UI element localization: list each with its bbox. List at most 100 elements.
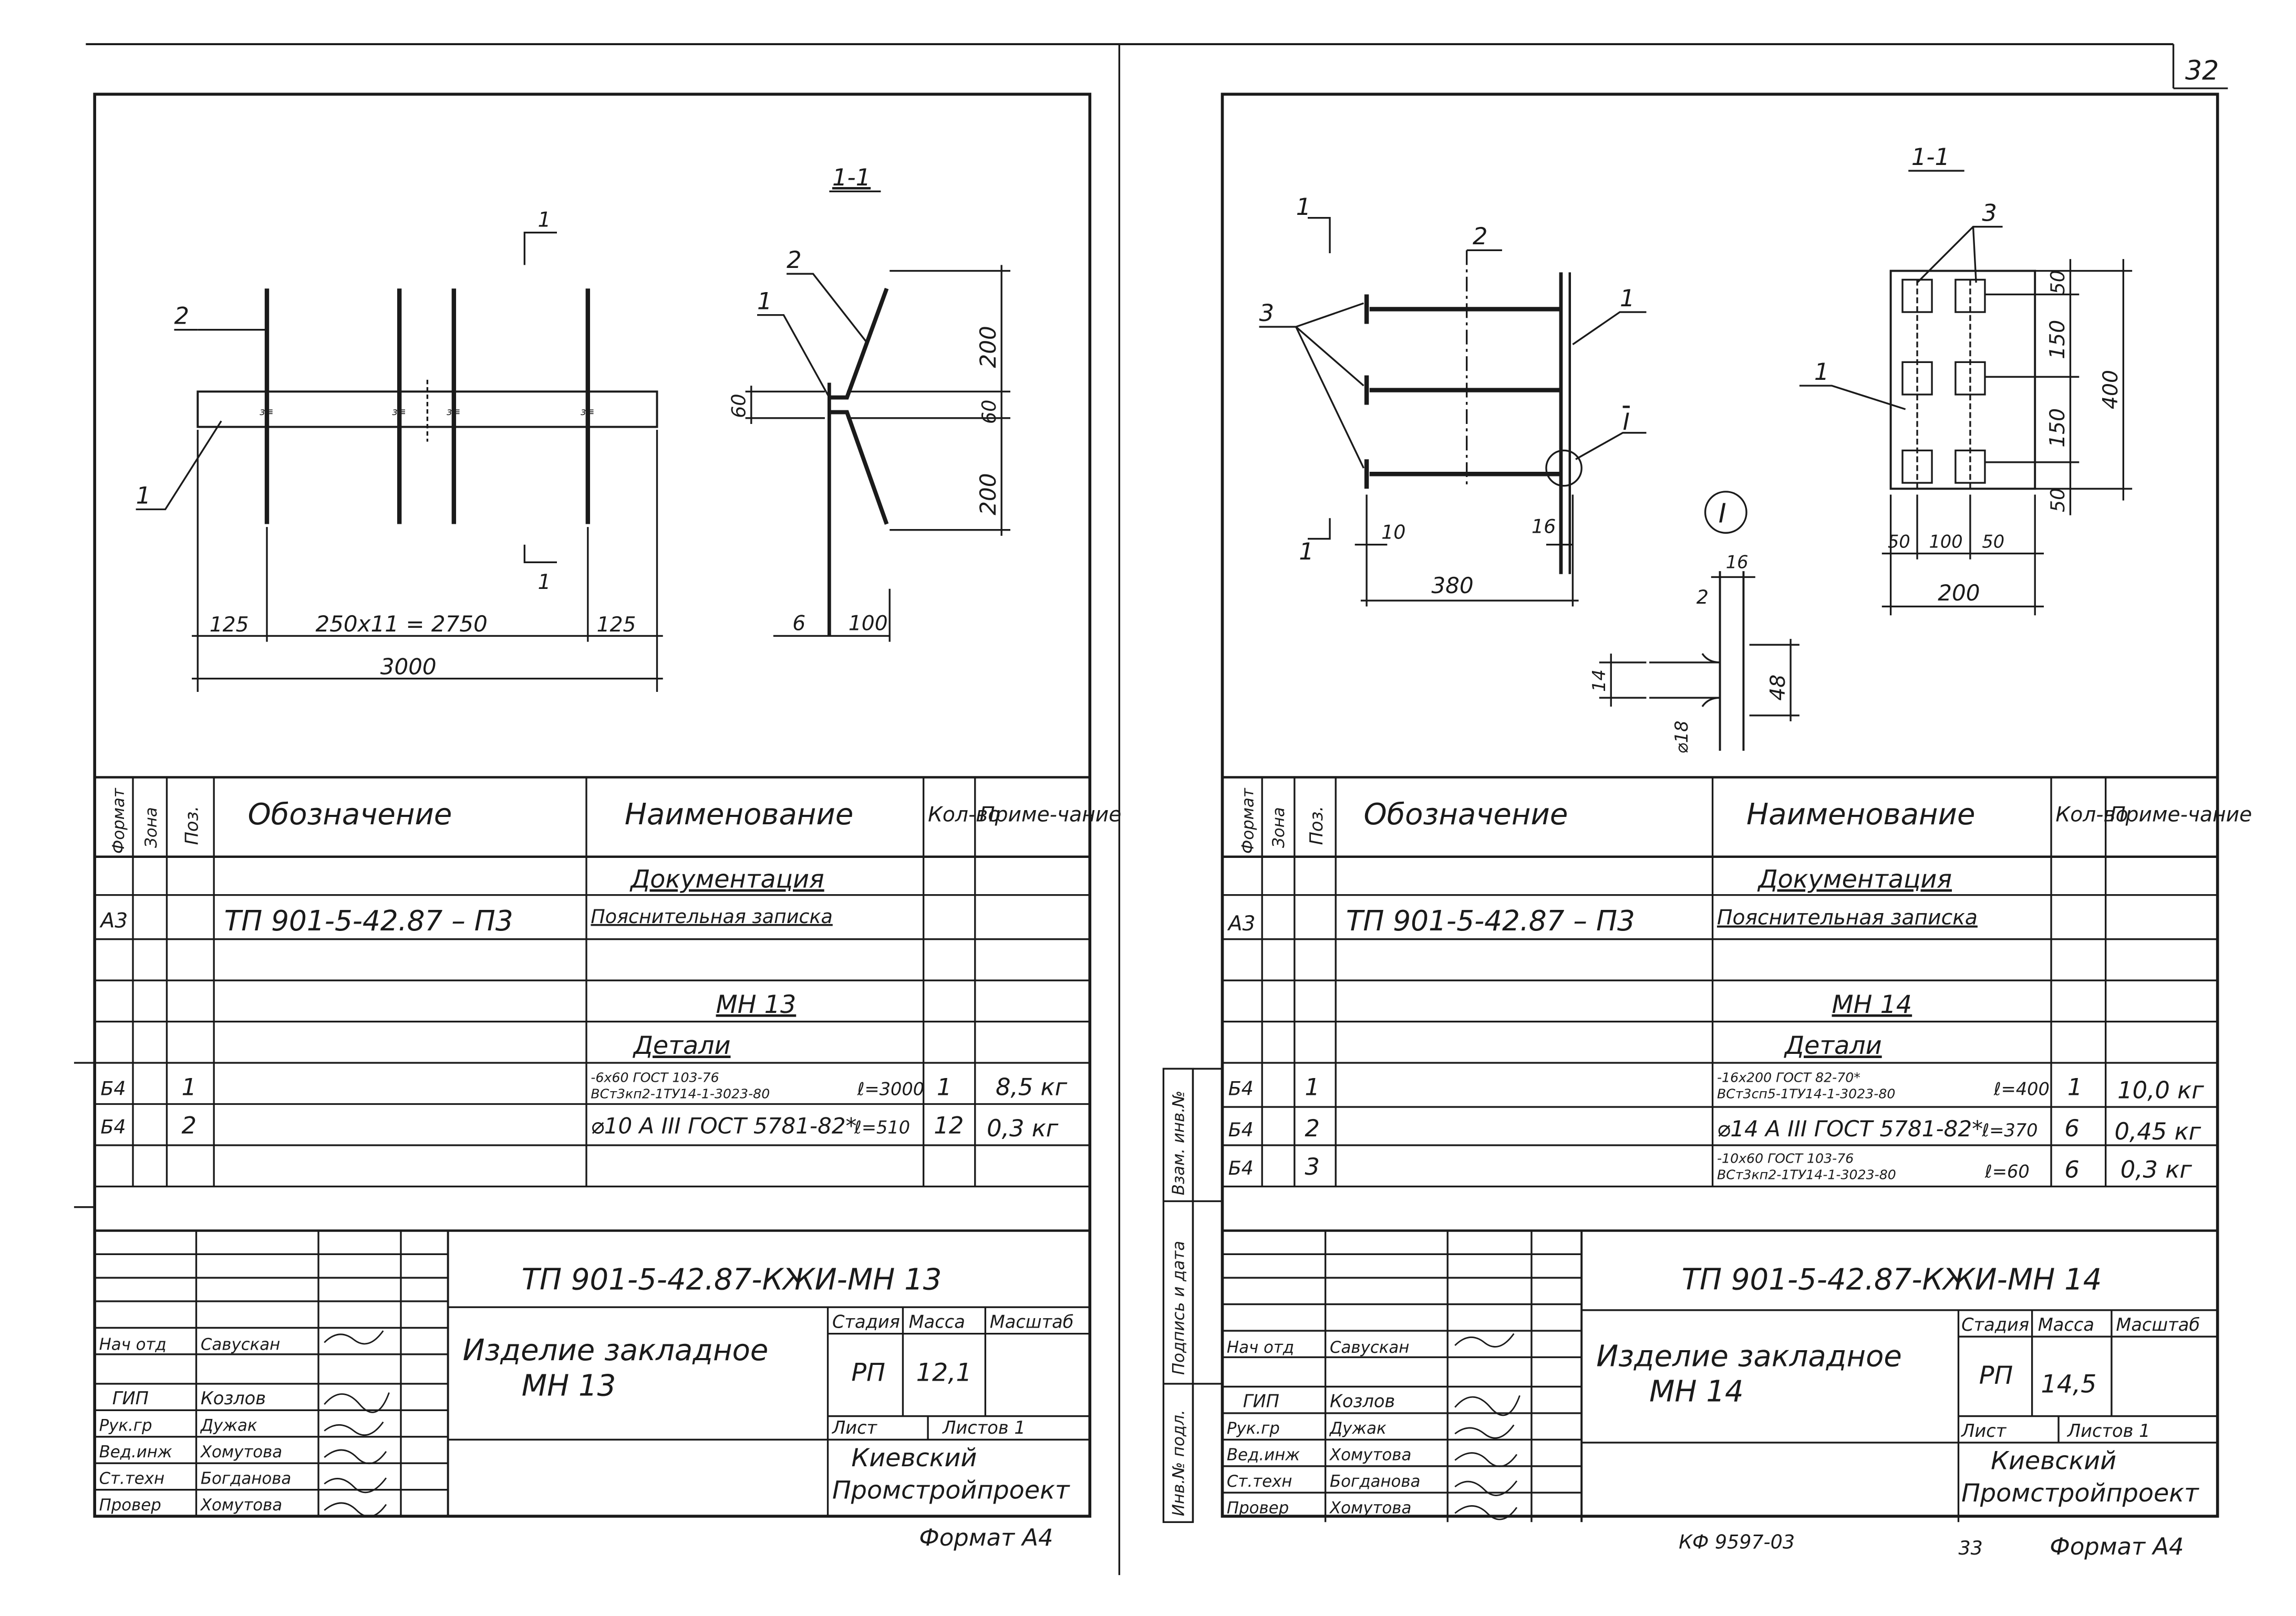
svg-text:Лист: Лист xyxy=(1961,1421,2007,1441)
svg-text:⌀14 А III ГОСТ 5781-82*: ⌀14 А III ГОСТ 5781-82* xyxy=(1717,1116,1983,1142)
svg-text:ВСт3кп2-1ТУ14-1-3023-80: ВСт3кп2-1ТУ14-1-3023-80 xyxy=(1717,1167,1896,1182)
left-sheet: з≡ з≡ з≡ з≡ 1 1 2 1 125 250x11 = 2750 xyxy=(74,92,1121,1551)
svg-text:Б4: Б4 xyxy=(1228,1157,1254,1179)
svg-text:Б4: Б4 xyxy=(1228,1078,1254,1100)
svg-text:14,5: 14,5 xyxy=(2041,1370,2096,1399)
svg-text:Детали: Детали xyxy=(633,1031,731,1060)
page-number-bottom: 33 xyxy=(1959,1537,1983,1559)
svg-text:Инв.№ подл.: Инв.№ подл. xyxy=(1170,1410,1188,1516)
svg-text:Киевский: Киевский xyxy=(1991,1446,2116,1475)
svg-text:150: 150 xyxy=(2046,320,2070,359)
svg-text:з≡: з≡ xyxy=(392,406,406,418)
svg-text:1: 1 xyxy=(2067,1073,2083,1101)
svg-text:ТП 901-5-42.87-КЖИ-МН 13: ТП 901-5-42.87-КЖИ-МН 13 xyxy=(522,1263,942,1297)
right-section-view: 1-1 3 1 50 150 150 xyxy=(1799,143,2133,616)
svg-text:А3: А3 xyxy=(99,909,128,933)
svg-text:з≡: з≡ xyxy=(447,406,461,418)
svg-text:Хомутова: Хомутова xyxy=(1329,1498,1411,1517)
svg-text:125: 125 xyxy=(597,613,636,637)
svg-text:ℓ=400: ℓ=400 xyxy=(1993,1079,2050,1100)
svg-text:60: 60 xyxy=(978,400,1000,424)
svg-text:125: 125 xyxy=(210,613,249,637)
right-sheet: Инв.№ подл. Подпись и дата Взам. инв.№ 1… xyxy=(1162,92,2252,1560)
svg-text:ГИП: ГИП xyxy=(1243,1391,1279,1412)
svg-text:2: 2 xyxy=(1697,586,1709,608)
svg-text:Савускан: Савускан xyxy=(1330,1338,1409,1357)
right-front-view: 1 1 2 3 1 I 10 16 380 xyxy=(1259,193,1647,607)
svg-text:Наименование: Наименование xyxy=(625,797,853,832)
svg-text:ℓ=60: ℓ=60 xyxy=(1984,1162,2030,1182)
svg-text:Документация: Документация xyxy=(629,865,824,894)
svg-text:ℓ=510: ℓ=510 xyxy=(854,1117,910,1138)
svg-text:Дужак: Дужак xyxy=(200,1416,257,1435)
svg-text:150: 150 xyxy=(2046,408,2070,448)
svg-text:ГИП: ГИП xyxy=(112,1388,149,1408)
left-title-block: ТП 901-5-42.87-КЖИ-МН 13 Изделие закладн… xyxy=(95,1229,1090,1517)
callout-2: 2 xyxy=(174,302,189,329)
svg-text:0,3 кг: 0,3 кг xyxy=(2121,1156,2192,1184)
svg-text:Хомутова: Хомутова xyxy=(200,1443,282,1462)
svg-text:Стадия: Стадия xyxy=(832,1311,900,1332)
svg-text:Поз.: Поз. xyxy=(1306,806,1327,845)
svg-text:Киевский: Киевский xyxy=(851,1444,977,1473)
svg-text:Обозначение: Обозначение xyxy=(1363,797,1568,832)
svg-text:Хомутова: Хомутова xyxy=(200,1496,282,1515)
svg-text:Савускан: Савускан xyxy=(201,1335,280,1354)
svg-text:10: 10 xyxy=(1381,521,1405,544)
svg-text:Взам. инв.№: Взам. инв.№ xyxy=(1170,1091,1188,1195)
svg-text:0,45 кг: 0,45 кг xyxy=(2115,1117,2201,1145)
svg-text:Подпись и дата: Подпись и дата xyxy=(1170,1241,1188,1375)
svg-text:Изделие закладное: Изделие закладное xyxy=(1596,1339,1902,1373)
svg-text:16: 16 xyxy=(1532,515,1556,537)
svg-text:Пояснительная записка: Пояснительная записка xyxy=(1717,906,1978,930)
svg-text:10,0 кг: 10,0 кг xyxy=(2117,1076,2204,1104)
svg-text:Документация: Документация xyxy=(1757,865,1952,894)
svg-text:1: 1 xyxy=(1299,537,1314,565)
format-label: Формат А4 xyxy=(2050,1532,2184,1560)
section-mark-top: 1 xyxy=(538,209,551,232)
svg-text:Зона: Зона xyxy=(142,807,161,848)
svg-text:6: 6 xyxy=(2064,1156,2080,1184)
svg-text:Зона: Зона xyxy=(1269,807,1288,848)
svg-text:Козлов: Козлов xyxy=(1330,1391,1395,1412)
section-title: 1-1 xyxy=(1911,143,1950,171)
svg-text:2: 2 xyxy=(1473,222,1488,250)
svg-text:А3: А3 xyxy=(1227,912,1256,936)
svg-text:МН 14: МН 14 xyxy=(1649,1375,1744,1409)
svg-text:ВСт3кп2-1ТУ14-1-3023-80: ВСт3кп2-1ТУ14-1-3023-80 xyxy=(591,1086,770,1101)
svg-text:50: 50 xyxy=(1888,531,1910,552)
svg-text:0,3 кг: 0,3 кг xyxy=(987,1114,1059,1142)
svg-text:Масса: Масса xyxy=(2038,1314,2094,1335)
svg-text:Лист: Лист xyxy=(832,1417,878,1438)
format-label: Формат А4 xyxy=(919,1524,1053,1551)
svg-text:Б4: Б4 xyxy=(100,1078,126,1100)
svg-text:Пояснительная записка: Пояснительная записка xyxy=(591,905,832,928)
svg-text:Листов 1: Листов 1 xyxy=(942,1417,1026,1438)
svg-text:Детали: Детали xyxy=(1784,1031,1882,1060)
svg-text:1: 1 xyxy=(757,287,772,315)
left-section-view: 1-1 2 1 200 60 60 200 6 10 xyxy=(728,163,1011,642)
svg-text:Обозначение: Обозначение xyxy=(248,797,452,832)
svg-text:16: 16 xyxy=(1726,552,1749,573)
svg-text:2: 2 xyxy=(181,1112,196,1140)
svg-text:Масса: Масса xyxy=(909,1311,965,1332)
svg-text:60: 60 xyxy=(728,393,750,418)
svg-text:14: 14 xyxy=(1589,669,1609,692)
svg-text:ТП 901-5-42.87 – П3: ТП 901-5-42.87 – П3 xyxy=(1346,905,1635,937)
svg-text:6: 6 xyxy=(2064,1114,2080,1142)
page-number: 32 xyxy=(2185,55,2219,86)
svg-text:I: I xyxy=(1623,408,1630,436)
svg-text:з≡: з≡ xyxy=(260,406,274,418)
svg-text:Изделие закладное: Изделие закладное xyxy=(463,1333,769,1368)
svg-text:2: 2 xyxy=(787,246,802,274)
svg-text:50: 50 xyxy=(2046,488,2069,512)
svg-text:Промстройпроект: Промстройпроект xyxy=(832,1476,1070,1505)
svg-text:400: 400 xyxy=(2099,370,2123,409)
svg-text:Хомутова: Хомутова xyxy=(1329,1446,1411,1465)
svg-text:МН 14: МН 14 xyxy=(1832,990,1912,1019)
svg-text:50: 50 xyxy=(1982,531,2004,552)
svg-text:Дужак: Дужак xyxy=(1329,1419,1387,1438)
svg-text:200: 200 xyxy=(1938,580,1980,606)
svg-text:3: 3 xyxy=(1259,299,1275,327)
